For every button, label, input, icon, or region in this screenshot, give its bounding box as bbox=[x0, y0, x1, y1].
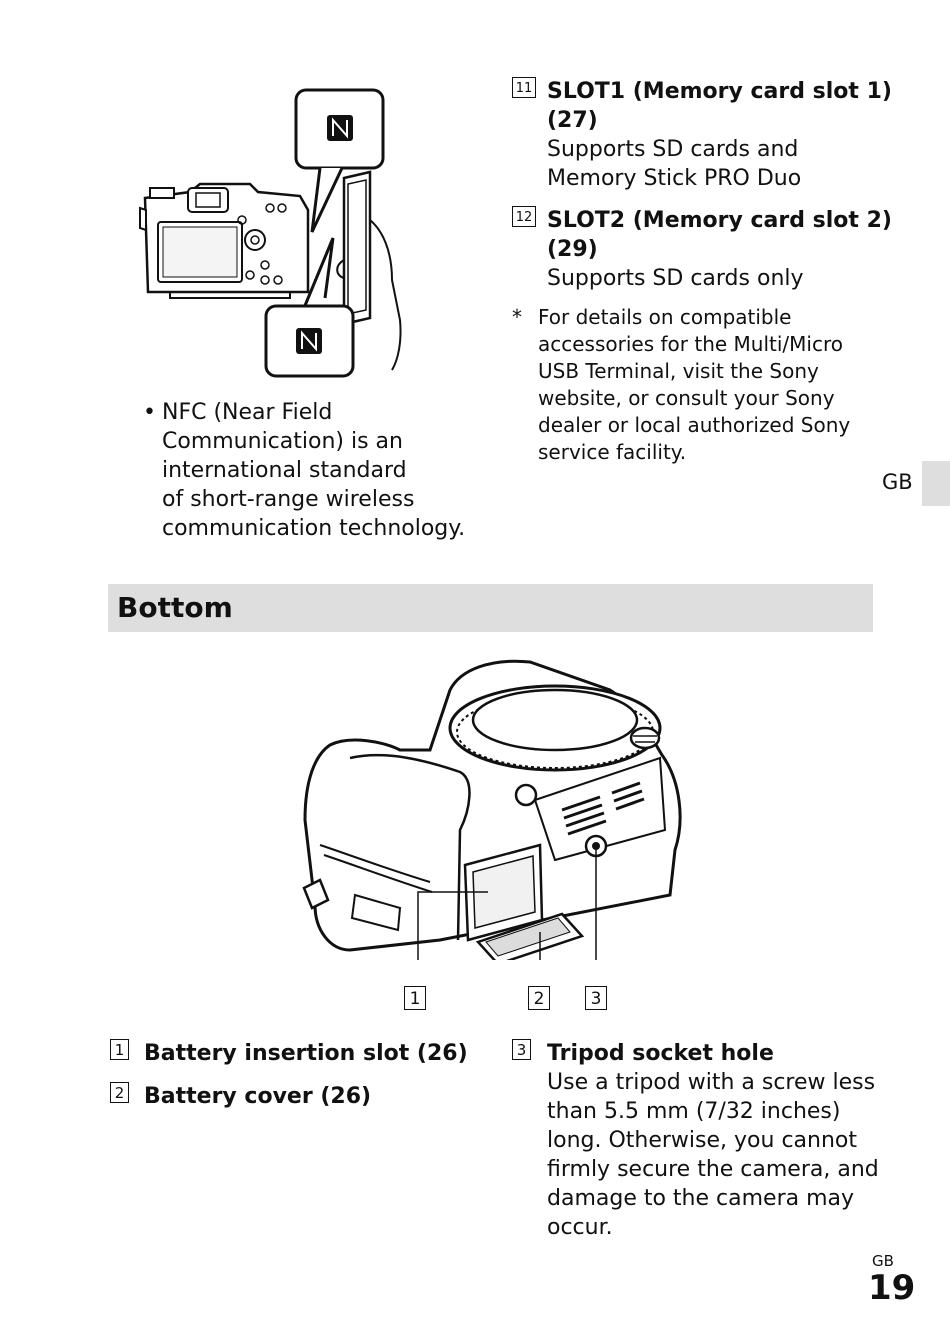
slot-title: SLOT2 (Memory card slot 2) bbox=[547, 208, 892, 233]
slot-description: Supports SD cards only bbox=[547, 266, 804, 291]
callout-1: 1 bbox=[404, 986, 426, 1010]
footnote-line: service facility. bbox=[538, 440, 687, 464]
camera-bottom-illustration bbox=[302, 659, 682, 960]
nfc-line: international standard bbox=[162, 458, 407, 483]
slot-item-11: 11 bbox=[512, 77, 536, 98]
callout-badge: 1 bbox=[404, 986, 426, 1010]
slot-description: Supports SD cards and bbox=[547, 137, 799, 162]
callout-badge: 3 bbox=[585, 986, 607, 1010]
item-1: 1 bbox=[110, 1039, 129, 1061]
item-number-badge: 2 bbox=[110, 1082, 129, 1103]
item-description: damage to the camera may bbox=[547, 1186, 855, 1211]
footnote-line: USB Terminal, visit the Sony bbox=[538, 359, 819, 383]
item-description: occur. bbox=[547, 1215, 613, 1240]
footer-region-label: GB bbox=[872, 1252, 894, 1270]
footnote-line: accessories for the Multi/Micro bbox=[538, 332, 843, 356]
nfc-line: Communication) is an bbox=[162, 429, 403, 454]
item-description: Use a tripod with a screw less bbox=[547, 1070, 876, 1095]
item-number-badge: 1 bbox=[110, 1039, 129, 1060]
item-2: 2 bbox=[110, 1082, 129, 1104]
item-description: than 5.5 mm (7/32 inches) bbox=[547, 1099, 841, 1124]
section-header-bar bbox=[108, 584, 873, 632]
item-3: 3 bbox=[512, 1039, 531, 1061]
nfc-line: NFC (Near Field bbox=[162, 400, 333, 425]
section-title: Bottom bbox=[117, 591, 233, 624]
item-number-badge: 11 bbox=[512, 77, 536, 98]
item-title: Tripod socket hole bbox=[547, 1041, 774, 1066]
slot-title: (29) bbox=[547, 237, 598, 262]
slot-title: SLOT1 (Memory card slot 1) bbox=[547, 79, 892, 104]
slot-description: Memory Stick PRO Duo bbox=[547, 166, 802, 191]
item-title: Battery cover (26) bbox=[144, 1084, 372, 1109]
slot-title: (27) bbox=[547, 108, 598, 133]
footnote-mark: * bbox=[512, 305, 522, 329]
nfc-line: communication technology. bbox=[162, 516, 466, 541]
item-number-badge: 12 bbox=[512, 206, 536, 227]
nfc-line: of short-range wireless bbox=[162, 487, 415, 512]
footnote-line: website, or consult your Sony bbox=[538, 386, 835, 410]
side-tab bbox=[922, 461, 950, 506]
item-title: Battery insertion slot (26) bbox=[144, 1041, 468, 1066]
item-description: firmly secure the camera, and bbox=[547, 1157, 879, 1182]
page-number: 19 bbox=[868, 1268, 916, 1308]
callout-3: 3 bbox=[585, 986, 607, 1010]
footnote-line: dealer or local authorized Sony bbox=[538, 413, 851, 437]
item-number-badge: 3 bbox=[512, 1039, 531, 1060]
nfc-bullet: • bbox=[143, 400, 156, 425]
callout-badge: 2 bbox=[528, 986, 550, 1010]
side-tab-label: GB bbox=[882, 470, 913, 494]
callout-2: 2 bbox=[528, 986, 550, 1010]
footnote-line: For details on compatible bbox=[538, 305, 792, 329]
item-description: long. Otherwise, you cannot bbox=[547, 1128, 857, 1153]
nfc-illustration bbox=[139, 88, 402, 378]
slot-item-12: 12 bbox=[512, 206, 536, 227]
